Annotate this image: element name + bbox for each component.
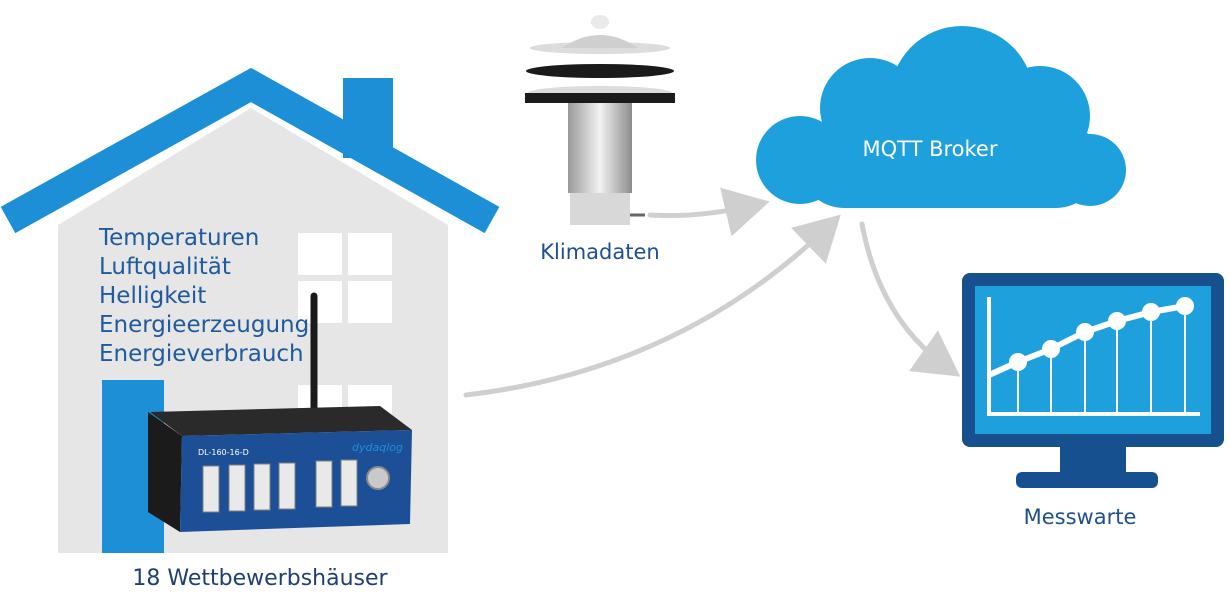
monitor-stand xyxy=(1060,447,1126,473)
house-label: 18 Wettbewerbshäuser xyxy=(132,566,388,591)
broker-label: MQTT Broker xyxy=(862,137,998,161)
datalogger-device: DL-160-16-D dydaqlog xyxy=(148,292,412,532)
datalogger-brand-text: dydaqlog xyxy=(352,441,403,454)
measurement-item: Temperaturen xyxy=(99,225,260,251)
arrow-house-to-broker xyxy=(463,214,841,398)
control-room-label: Messwarte xyxy=(1023,505,1137,529)
house-window xyxy=(298,233,392,323)
power-button-icon xyxy=(366,466,390,490)
arrow-klima-to-broker xyxy=(647,187,770,237)
weather-station-label: Klimadaten xyxy=(540,240,660,264)
arrow-broker-to-monitor xyxy=(859,221,961,377)
house-roof xyxy=(0,67,500,234)
weather-station xyxy=(525,15,675,225)
mqtt-broker-cloud xyxy=(756,26,1126,208)
flow-arrows xyxy=(463,187,961,398)
datalogger-case xyxy=(150,406,412,436)
control-room-monitor xyxy=(962,273,1224,488)
monitor-base xyxy=(1016,472,1158,488)
datalogger-connectors xyxy=(202,459,358,513)
datalogger-front-panel xyxy=(148,412,182,532)
monitor-graph xyxy=(987,297,1200,416)
measurement-item: Energieerzeugung xyxy=(99,312,310,338)
measurement-item: Energieverbrauch xyxy=(99,341,304,367)
measurement-item: Helligkeit xyxy=(99,283,207,309)
measurement-item: Luftqualität xyxy=(99,254,231,280)
house-measurement-list: Temperaturen Luftqualität Helligkeit Ene… xyxy=(99,224,309,369)
datalogger-model-text: DL-160-16-D xyxy=(198,448,249,457)
